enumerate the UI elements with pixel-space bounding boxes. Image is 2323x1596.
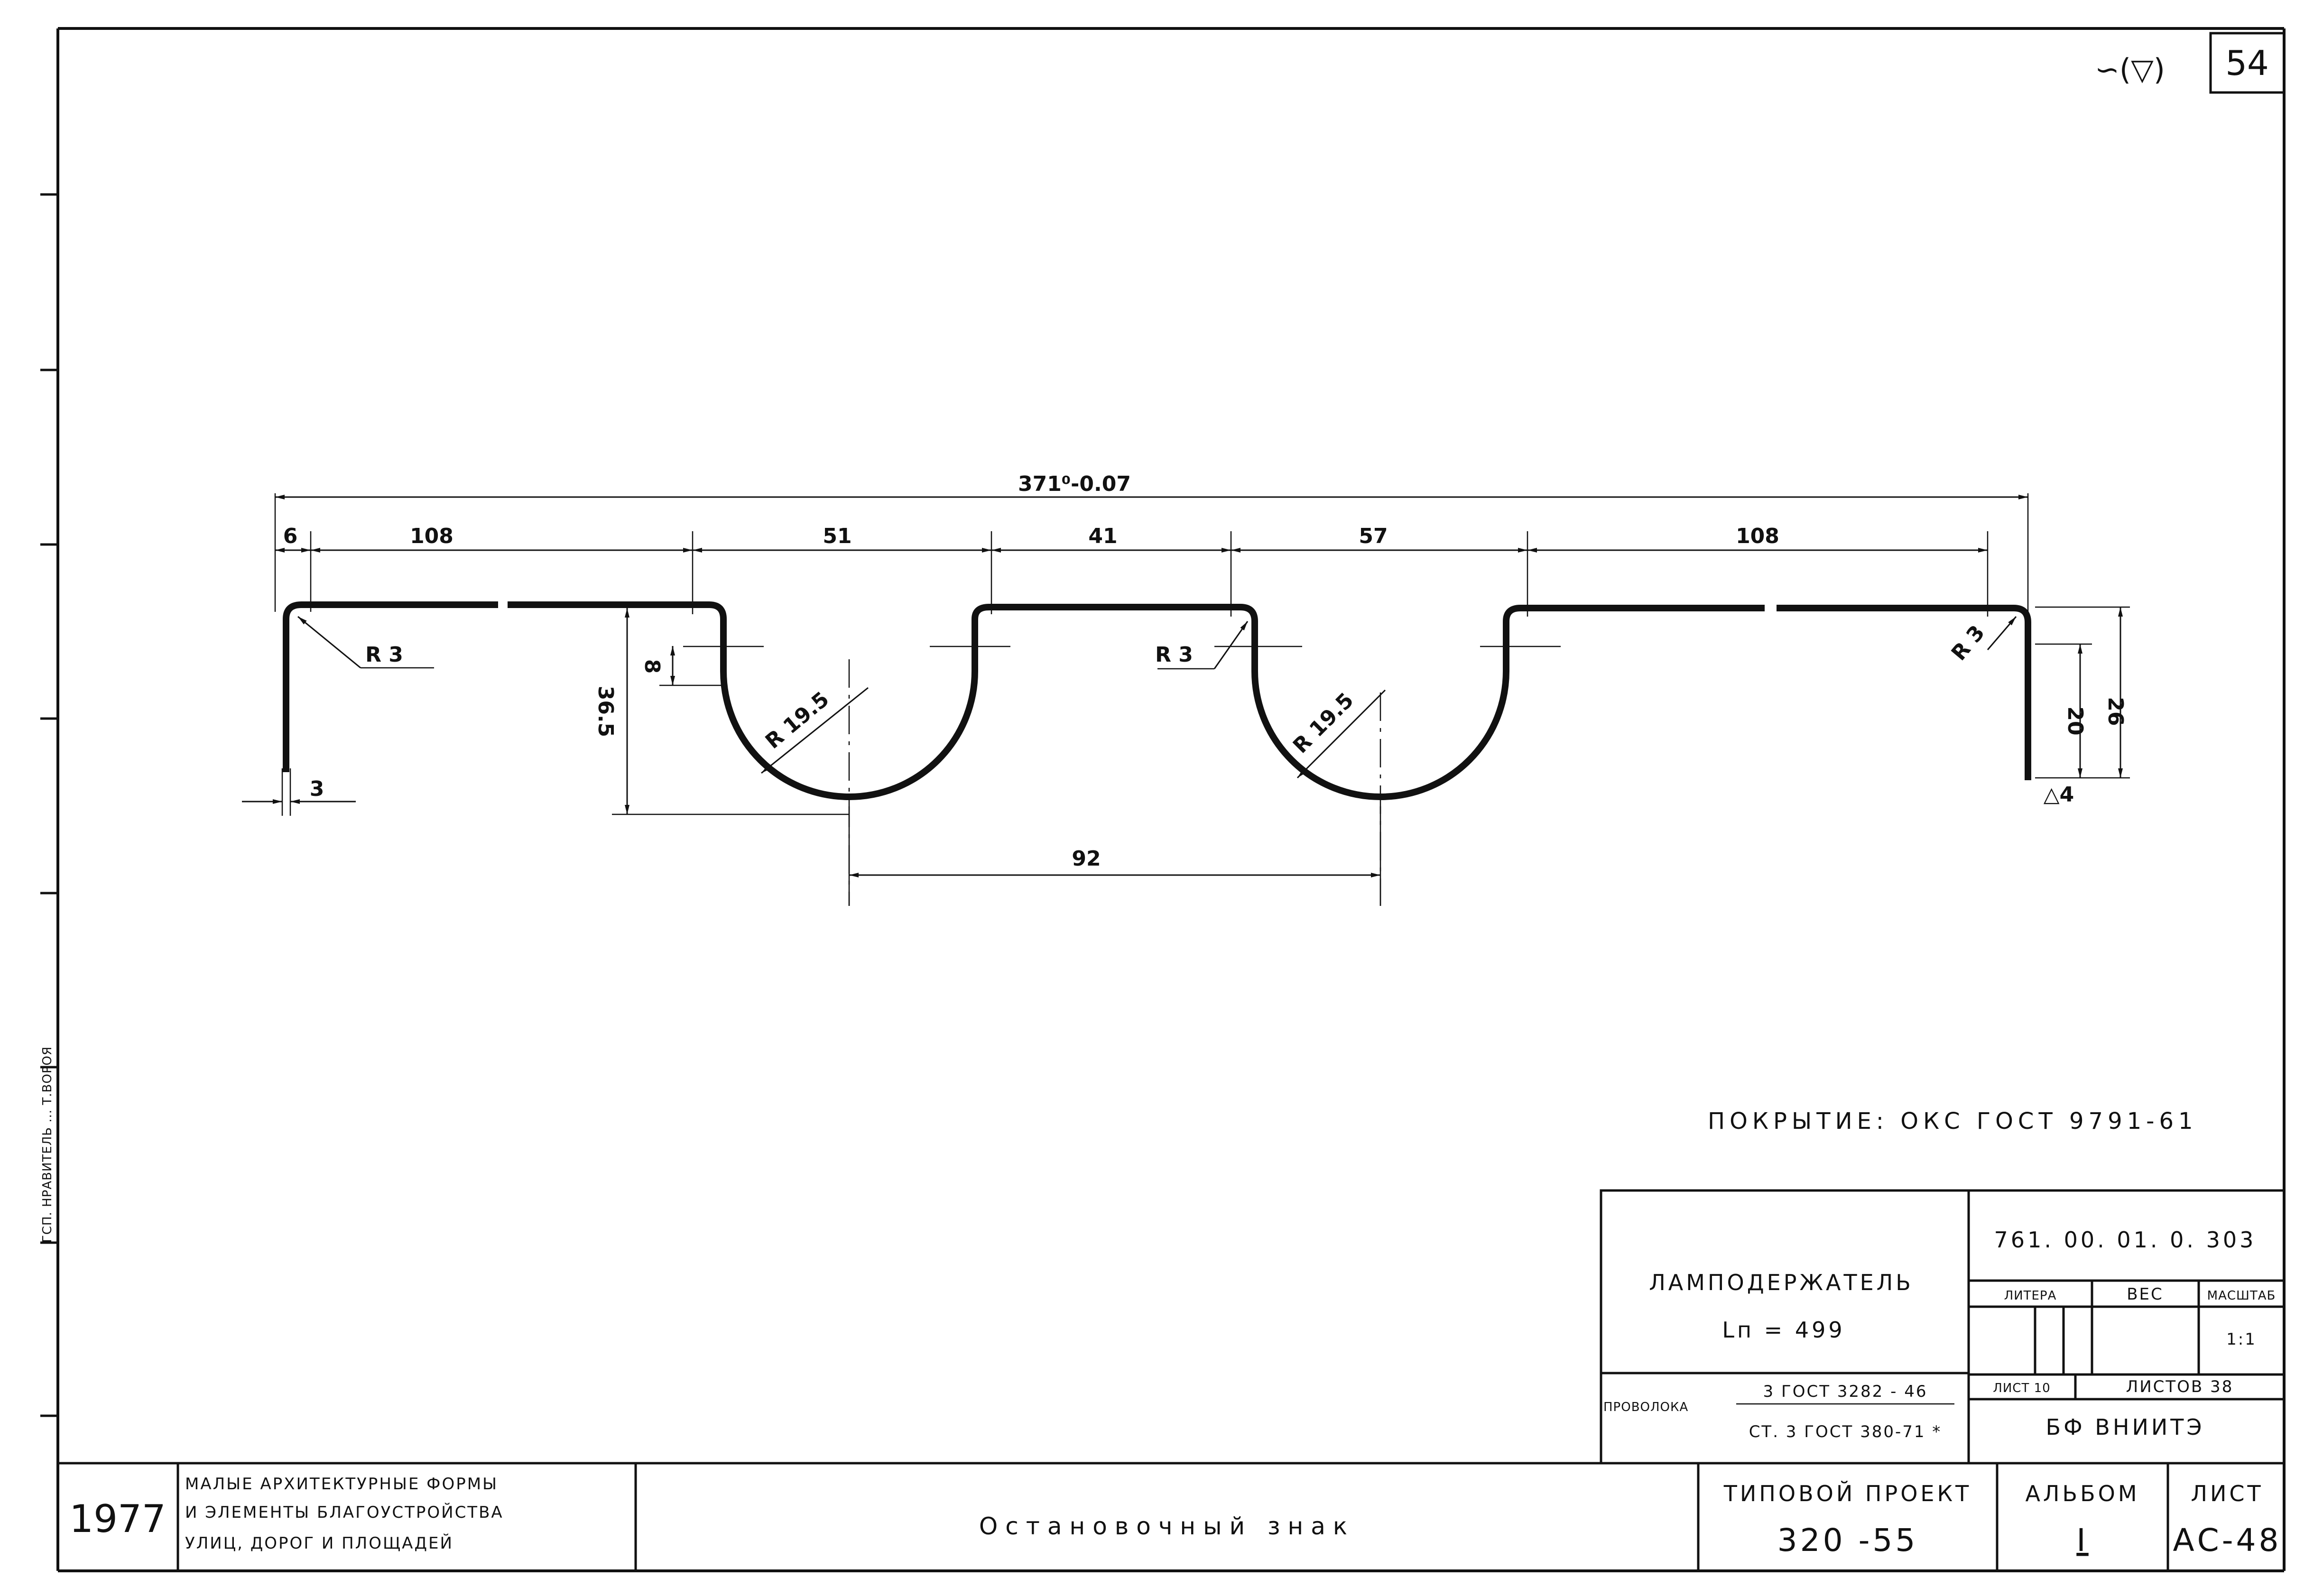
series-line-3: УЛИЦ, ДОРОГ И ПЛОЩАДЕЙ — [185, 1533, 453, 1553]
dim-r3-left: R 3 — [365, 643, 403, 667]
sheet-frame: ГСП. НРАВИТЕЛЬ ... Т.ВОРОЯ — [40, 27, 2286, 1572]
project-label: ТИПОВОЙ ПРОЕКТ — [1723, 1481, 1971, 1506]
coating-note: ПОКРЫТИЕ: ОКС ГОСТ 9791-61 — [1708, 1108, 2198, 1135]
bottom-strip: 1977 МАЛЫЕ АРХИТЕКТУРНЫЕ ФОРМЫ И ЭЛЕМЕНТ… — [58, 1462, 2284, 1571]
dim-r3-right: R 3 — [1947, 621, 1990, 665]
series-line-1: МАЛЫЕ АРХИТЕКТУРНЫЕ ФОРМЫ — [185, 1475, 498, 1494]
dim-r3-mid: R 3 — [1155, 643, 1193, 667]
dim-36-5: 36.5 — [593, 686, 618, 738]
dimension-lines — [242, 493, 2130, 906]
wire-part — [283, 601, 2031, 800]
dim-triangle-4: △4 — [2044, 783, 2074, 807]
dimension-labels: 371⁰-0.07 6 108 51 41 57 108 92 36.5 8 3… — [283, 472, 2128, 871]
organization: БФ ВНИИТЭ — [2046, 1414, 2205, 1440]
dim-26: 26 — [2103, 697, 2128, 726]
list-label: ЛИСТ — [2191, 1481, 2263, 1506]
dim-8: 8 — [640, 659, 664, 674]
album-label: АЛЬБОМ — [2025, 1481, 2139, 1506]
roughness-mark: ∽(▽) — [2095, 52, 2165, 87]
part-name: ЛАМПОДЕРЖАТЕЛЬ — [1649, 1270, 1914, 1295]
project-value: 320 -55 — [1777, 1522, 1918, 1559]
material-top: 3 ГОСТ 3282 - 46 — [1763, 1382, 1928, 1401]
dim-r19-5-right: R 19.5 — [1288, 688, 1359, 758]
col-masshtab: МАСШТАБ — [2207, 1289, 2276, 1303]
drawing-title: Остановочный знак — [979, 1513, 1355, 1540]
scale-value: 1:1 — [2226, 1330, 2257, 1349]
col-ves: ВЕС — [2127, 1285, 2164, 1304]
dim-108-right: 108 — [1736, 524, 1779, 548]
col-litera: ЛИТЕРА — [2004, 1289, 2057, 1303]
dim-51: 51 — [823, 524, 851, 548]
sheet-number: 54 — [2225, 43, 2269, 83]
title-block: 761. 00. 01. 0. 303 ЛАМПОДЕРЖАТЕЛЬ Lп = … — [1600, 1189, 2286, 1465]
sheet-number-box: 54 ∽(▽) — [2095, 32, 2286, 94]
year: 1977 — [69, 1497, 166, 1541]
material-bottom: СТ. 3 ГОСТ 380-71 * — [1749, 1422, 1942, 1441]
margin-text: ГСП. НРАВИТЕЛЬ ... Т.ВОРОЯ — [40, 1046, 55, 1243]
doc-code: 761. 00. 01. 0. 303 — [1994, 1227, 2257, 1253]
dim-57: 57 — [1359, 524, 1388, 548]
sheets-total: ЛИСТОВ 38 — [2126, 1377, 2234, 1396]
dim-6: 6 — [283, 524, 298, 548]
dim-41: 41 — [1088, 524, 1117, 548]
part-length: Lп = 499 — [1722, 1317, 1845, 1343]
series-line-2: И ЭЛЕМЕНТЫ БЛАГОУСТРОЙСТВА — [185, 1503, 504, 1522]
album-value: I — [2076, 1522, 2088, 1559]
list-value: АС-48 — [2173, 1522, 2281, 1559]
dim-3: 3 — [310, 777, 324, 801]
sheet-no: ЛИСТ 10 — [1993, 1381, 2050, 1395]
dim-overall: 371⁰-0.07 — [1018, 472, 1131, 496]
dim-92: 92 — [1072, 847, 1101, 871]
centre-lines — [683, 646, 1561, 906]
dim-108-left: 108 — [410, 524, 453, 548]
dim-20: 20 — [2063, 706, 2087, 735]
material-label: ПРОВОЛОКА — [1603, 1400, 1688, 1414]
